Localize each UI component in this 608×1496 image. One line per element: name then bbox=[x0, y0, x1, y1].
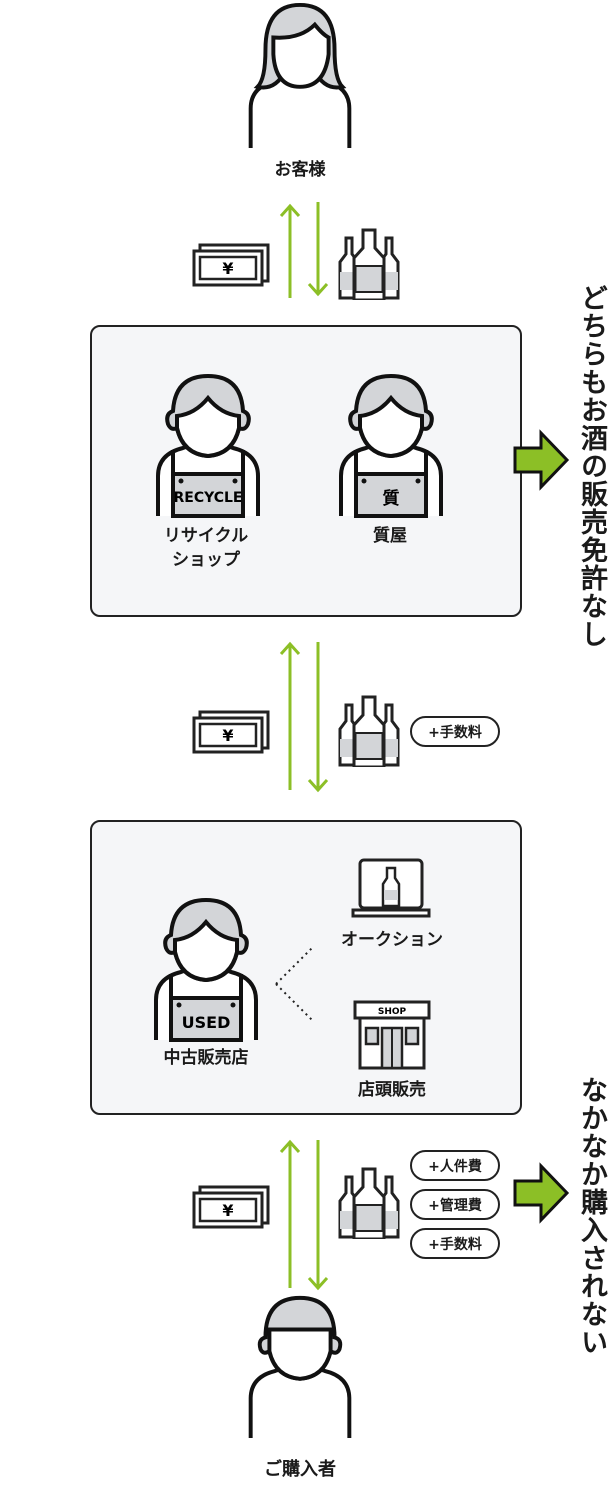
fee-badge: +手数料 bbox=[410, 1228, 500, 1259]
svg-text:¥: ¥ bbox=[222, 726, 233, 745]
svg-text:¥: ¥ bbox=[222, 1201, 233, 1220]
exchange-arrows-icon bbox=[279, 641, 329, 793]
recycle-label-line2: ショップ bbox=[172, 550, 240, 570]
bottles-icon bbox=[336, 695, 402, 767]
bottles-icon bbox=[336, 1167, 402, 1239]
exchange-arrows-icon bbox=[279, 202, 329, 298]
recycle-shop-staff-icon: RECYCLE bbox=[153, 366, 263, 518]
pawn-shop-staff-icon: 質 bbox=[336, 366, 446, 518]
used-dealer-box bbox=[90, 820, 522, 1115]
customer-avatar-icon bbox=[248, 2, 352, 148]
money-icon: ¥ bbox=[192, 710, 270, 754]
dotted-connector bbox=[275, 945, 315, 1023]
pawn-shop-label: 質屋 bbox=[373, 526, 407, 546]
green-arrow-icon bbox=[513, 429, 570, 491]
recycle-label-line1: リサイクル bbox=[163, 526, 249, 546]
buyer-label: ご購入者 bbox=[264, 1459, 336, 1480]
storefront-label: 店頭販売 bbox=[358, 1080, 426, 1100]
svg-text:¥: ¥ bbox=[222, 259, 233, 278]
not-purchased-note: なかなか購入されない bbox=[576, 1076, 607, 1356]
storefront-icon: SHOP bbox=[353, 1000, 431, 1070]
buyer-avatar-icon bbox=[248, 1295, 352, 1438]
auction-label: オークション bbox=[341, 930, 443, 950]
money-icon: ¥ bbox=[192, 1185, 270, 1229]
customer-label: お客様 bbox=[274, 160, 326, 180]
svg-text:RECYCLE: RECYCLE bbox=[173, 490, 242, 506]
bottles-icon bbox=[336, 228, 402, 300]
used-dealer-label: 中古販売店 bbox=[163, 1048, 249, 1068]
recycle-shop-label: リサイクルショップ bbox=[164, 524, 248, 572]
fee-badge: +手数料 bbox=[410, 716, 500, 747]
svg-text:SHOP: SHOP bbox=[378, 1007, 407, 1017]
green-arrow-icon bbox=[513, 1162, 570, 1224]
no-license-note: どちらもお酒の販売免許なし bbox=[576, 284, 607, 648]
svg-text:USED: USED bbox=[182, 1013, 231, 1032]
svg-text:質: 質 bbox=[383, 488, 400, 509]
labor-cost-badge: +人件費 bbox=[410, 1150, 500, 1181]
exchange-arrows-icon bbox=[279, 1139, 329, 1291]
laptop-auction-icon bbox=[351, 858, 431, 918]
money-icon: ¥ bbox=[192, 243, 270, 287]
used-dealer-staff-icon: USED bbox=[151, 890, 261, 1042]
management-cost-badge: +管理費 bbox=[410, 1189, 500, 1220]
